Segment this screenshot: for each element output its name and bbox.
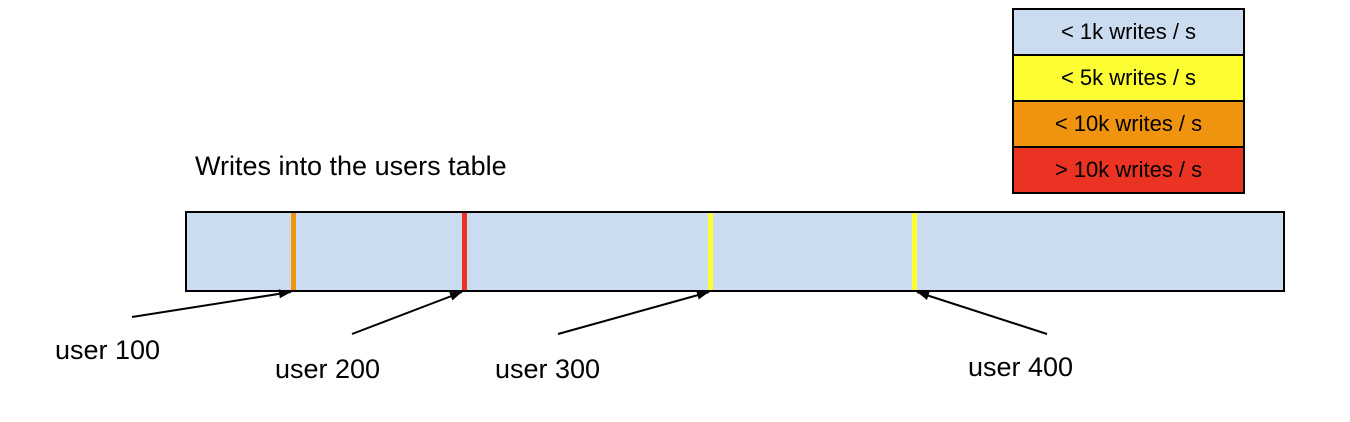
write-hotspot-tick (461, 213, 467, 290)
write-hotspot-tick (707, 213, 713, 290)
diagram-title: Writes into the users table (195, 151, 507, 181)
legend-item-label: < 10k writes / s (1054, 111, 1203, 136)
write-hotspot-tick (290, 213, 296, 290)
user-label: user 200 (275, 354, 381, 384)
user-label: user 400 (968, 352, 1074, 382)
legend-item-label: > 10k writes / s (1054, 157, 1203, 182)
write-hotspot-tick (911, 213, 917, 290)
legend-item: < 10k writes / s (1012, 100, 1245, 148)
legend-item-label: < 1k writes / s (1060, 19, 1197, 44)
user-label: user 300 (495, 354, 601, 384)
pointer-arrow (557, 290, 710, 335)
pointer-arrow (351, 291, 463, 335)
legend-item: > 10k writes / s (1012, 146, 1245, 194)
legend-item: < 5k writes / s (1012, 54, 1245, 102)
pointer-arrow (131, 289, 292, 318)
legend-item-label: < 5k writes / s (1060, 65, 1197, 90)
user-label: user 100 (55, 335, 161, 365)
pointer-arrow (916, 291, 1048, 335)
legend-item: < 1k writes / s (1012, 8, 1245, 56)
legend: < 1k writes / s < 5k writes / s < 10k writ… (1012, 8, 1245, 194)
users-table-bar (185, 211, 1285, 292)
